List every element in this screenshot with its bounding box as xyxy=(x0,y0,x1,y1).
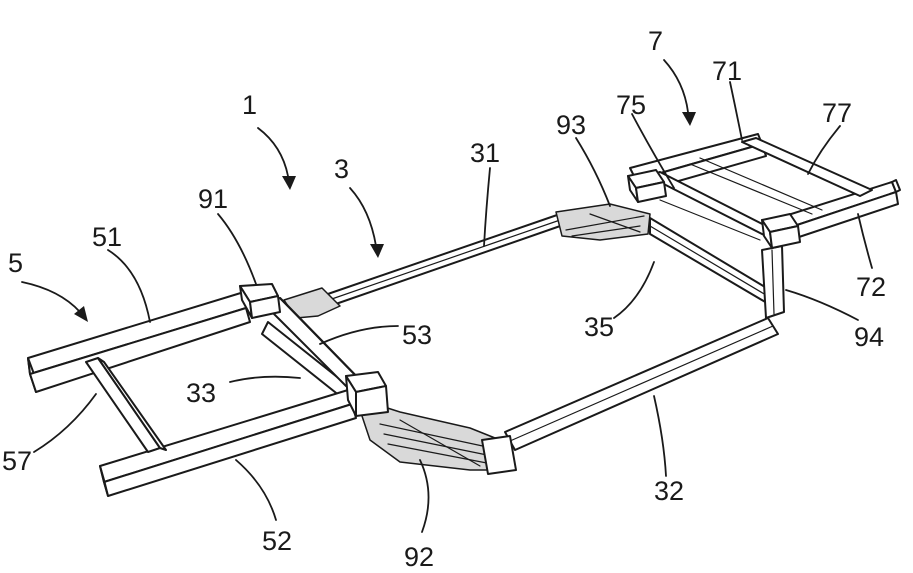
label-53: 53 xyxy=(402,320,432,350)
label-1: 1 xyxy=(242,90,257,120)
beam-75 xyxy=(647,171,779,237)
label-31: 31 xyxy=(470,138,500,168)
front-frame xyxy=(27,283,389,497)
label-94: 94 xyxy=(854,322,884,352)
label-93: 93 xyxy=(556,110,586,140)
label-52: 52 xyxy=(262,526,292,556)
leader-lines xyxy=(33,81,873,533)
corner-bracket-front xyxy=(481,435,517,475)
label-35: 35 xyxy=(584,312,614,342)
central-frame xyxy=(261,203,785,475)
direction-arrows xyxy=(21,59,696,322)
label-75: 75 xyxy=(616,90,646,120)
rear-frame xyxy=(627,133,901,249)
label-57: 57 xyxy=(2,446,32,476)
beam-57 xyxy=(85,357,161,453)
label-72: 72 xyxy=(856,272,886,302)
label-92: 92 xyxy=(404,542,434,572)
label-5: 5 xyxy=(8,248,23,278)
label-77: 77 xyxy=(822,98,852,128)
label-91: 91 xyxy=(198,184,228,214)
label-71: 71 xyxy=(712,56,742,86)
node-93 xyxy=(555,203,651,241)
label-32: 32 xyxy=(654,476,684,506)
label-33: 33 xyxy=(186,378,216,408)
label-7: 7 xyxy=(648,26,663,56)
label-3: 3 xyxy=(334,154,349,184)
label-51: 51 xyxy=(92,222,122,252)
beam-77 xyxy=(741,137,873,197)
reference-labels: 1 3 5 7 31 32 33 35 51 52 53 57 71 72 75… xyxy=(2,26,886,572)
